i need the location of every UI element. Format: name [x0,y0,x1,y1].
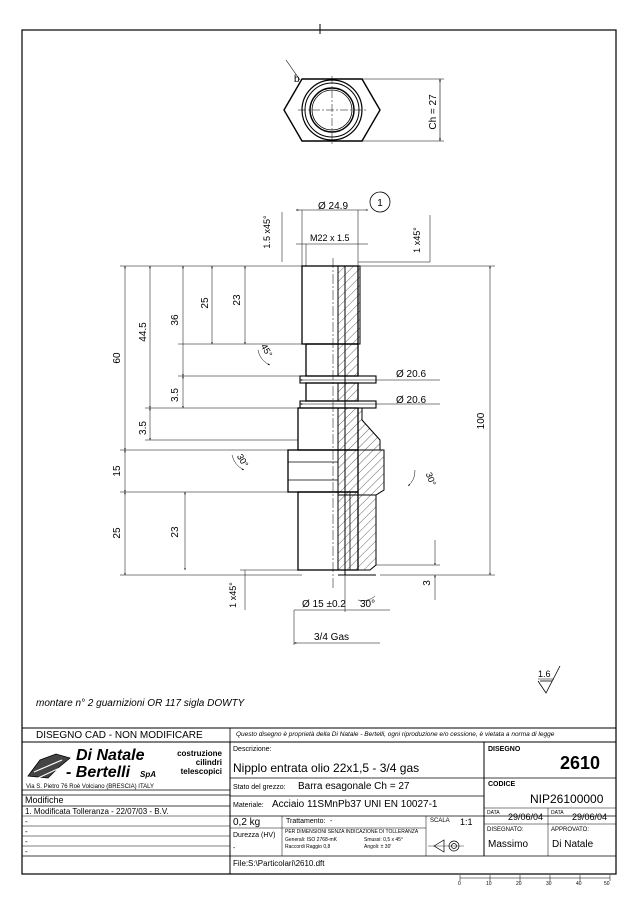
ruler-50: 50 [604,881,610,887]
tolleranze-title: PER DIMENSIONI SENZA INDICAZIONE DI TOLL… [285,829,419,835]
file-path: S:\Particolari\2610.dft [248,859,325,868]
dim-25-bottom: 25 [112,527,123,539]
roughness-value: 1.6 [538,669,551,679]
dim-thread-top: M22 x 1.5 [310,233,350,243]
tolleranze-raccordi: Raccordi Raggio 0,8 [285,844,331,850]
peso-value: 0,2 kg [233,817,261,828]
angle-30-left: 30° [235,452,251,469]
ruler-20: 20 [516,881,522,887]
file-label: File: [233,859,249,868]
ruler-40: 40 [576,881,582,887]
dimension-lines [120,209,495,645]
tagline-2: cilindri [195,758,222,767]
company-address: Via S. Pietro 76 Roè Volciano (BRESCIA) … [26,784,155,790]
data-value-1: 29/06/04 [508,812,544,822]
dim-3-5-b: 3.5 [138,421,149,435]
descrizione-label: Descrizione: [233,746,272,753]
stato-value: Barra esagonale Ch = 27 [298,781,410,792]
dim-dia-15: Ø 15 ±0.2 [302,599,346,610]
approvato-label: APPROVATO: [551,827,590,833]
modifiche-label: Modifiche [25,795,64,805]
data-value-2: 29/06/04 [572,812,608,822]
dim-gas: 3/4 Gas [314,632,349,643]
trattamento-value: - [330,818,333,825]
roughness-symbol [537,665,561,694]
ruler-10: 10 [486,881,492,887]
dim-ch: Ch = 27 [428,94,439,130]
angle-30-bottom: 30° [360,599,375,610]
ownership-note: Questo disegno è proprietà della Di Nata… [236,731,555,738]
modifica-row-3: - [25,827,28,836]
dim-23-top: 23 [232,294,243,306]
nipple-side-view [287,258,385,590]
dim-44-5: 44.5 [138,322,149,342]
tagline-1: costruzione [177,749,222,758]
trattamento-label: Trattamento: [286,818,326,825]
dim-3-5-a: 3.5 [170,388,181,402]
dim-dia-20-6-a: Ø 20.6 [396,369,426,380]
dim-25-top: 25 [200,297,211,309]
hex-top-view: b [283,59,444,144]
data-label-1: DATA [487,810,500,816]
stato-label: Stato del grezzo: [233,784,286,791]
materiale-label: Materiale: [233,802,264,809]
dim-100: 100 [476,412,487,429]
tagline-3: telescopici [180,767,222,776]
company-logo-icon [27,753,71,779]
dim-3: 3 [422,580,433,586]
item-balloon [369,191,391,213]
company-name-line1: Di Natale [76,747,145,764]
disegno-label: DISEGNO [488,746,521,753]
disegnato-value: Massimo [488,839,529,850]
modifica-row-5: - [25,847,28,856]
ruler-0: 0 [458,881,461,887]
ruler-30: 30 [546,881,552,887]
disegno-number: 2610 [560,753,601,773]
dim-36: 36 [170,314,181,326]
dim-15: 15 [112,465,123,477]
sheet-border [21,29,617,875]
dim-chamfer-bottom: 1 x45° [228,582,238,608]
modifica-row-2: - [25,817,28,826]
assembly-note: montare n° 2 guarnizioni OR 117 sigla DO… [36,698,246,709]
dim-dia-head: Ø 24.9 [318,201,348,212]
modifica-row-4: - [25,837,28,846]
scala-label: SCALA [430,818,450,824]
angle-30-right: 30° [424,471,438,488]
tolleranze-generali: Generali: ISO 2768-mK [285,837,337,843]
dim-dia-20-6-b: Ø 20.6 [396,395,426,406]
projection-symbol-icon [428,839,464,853]
svg-text:b: b [294,74,300,85]
dim-chamfer-right: 1 x45° [412,227,422,253]
tolleranze-angoli: Angoli: ± 30' [364,844,392,850]
scala-value: 1:1 [460,817,473,827]
codice-value: NIP26100000 [530,792,604,806]
angle-45: 45° [259,342,275,359]
modifica-row-1: 1. Modificata Tolleranza - 22/07/03 - B.… [25,807,169,816]
dim-60: 60 [112,352,123,364]
durezza-label: Durezza (HV) [233,832,276,839]
disegnato-label: DISEGNATO: [487,827,524,833]
cad-banner: DISEGNO CAD - NON MODIFICARE [36,730,203,741]
codice-label: CODICE [488,781,516,788]
item-number: 1 [377,198,383,209]
descrizione-value: Nipplo entrata olio 22x1,5 - 3/4 gas [233,761,420,775]
tolleranze-smussi: Smussi: 0,5 x 45° [364,837,403,843]
data-label-2: DATA [551,810,564,816]
company-suffix: SpA [140,770,156,779]
dim-23-bottom: 23 [170,526,181,538]
durezza-value: - [233,845,236,852]
dim-chamfer-left: 1.5 x45° [262,215,272,249]
company-name-line2: - Bertelli [66,764,131,781]
title-block-frame [22,727,616,874]
materiale-value: Acciaio 11SMnPb37 UNI EN 10027-1 [272,799,438,810]
approvato-value: Di Natale [552,839,594,850]
scale-ruler [459,875,611,881]
